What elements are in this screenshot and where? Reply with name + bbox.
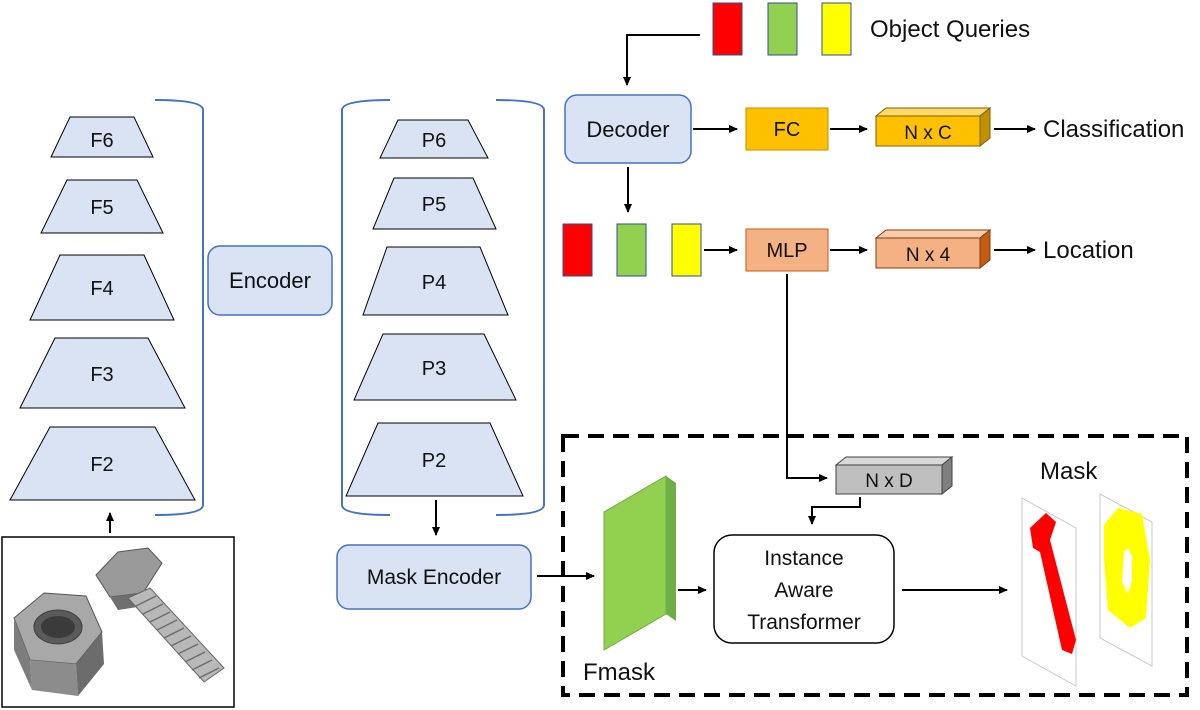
location-output-label: N x 4 bbox=[906, 245, 951, 266]
pyramid-level-p6 bbox=[379, 119, 489, 159]
transformer-label-line-2: Aware bbox=[774, 579, 833, 602]
class-output-tensor: N x C bbox=[874, 106, 992, 148]
mask-embedding-label: N x D bbox=[865, 471, 913, 492]
feature-level-f5 bbox=[40, 179, 164, 234]
instance-aware-transformer-box bbox=[713, 534, 895, 644]
pyramid-level-p2 bbox=[345, 422, 524, 497]
pyramid-label-p3: P3 bbox=[422, 358, 446, 380]
decoder-label: Decoder bbox=[586, 117, 669, 142]
object-query-red bbox=[712, 2, 743, 56]
feature-pyramid: F6 F5 F4 F3 F2 bbox=[9, 116, 196, 501]
mlp-label: MLP bbox=[766, 240, 807, 262]
transformer-label-line-1: Instance bbox=[764, 547, 843, 570]
mask-output-bolt bbox=[1021, 497, 1077, 687]
encoder-box bbox=[207, 245, 333, 316]
object-query-green bbox=[767, 2, 798, 56]
fmask-feature-map bbox=[603, 475, 676, 651]
classification-label: Classification bbox=[1043, 116, 1184, 143]
feature-label-f3: F3 bbox=[90, 364, 113, 386]
feature-level-f3 bbox=[19, 337, 186, 409]
feature-level-f2 bbox=[9, 426, 196, 501]
output-embedding-red bbox=[562, 223, 593, 277]
fmask-label: Fmask bbox=[583, 659, 656, 686]
input-image bbox=[1, 536, 235, 708]
mask-embedding-tensor: N x D bbox=[834, 455, 954, 496]
class-output-label: N x C bbox=[904, 123, 952, 144]
pyramid-left-bracket bbox=[341, 99, 391, 516]
feature-label-f4: F4 bbox=[90, 278, 113, 300]
output-embedding-green bbox=[616, 223, 647, 277]
decoder-box bbox=[564, 94, 692, 164]
location-output-tensor: N x 4 bbox=[874, 228, 992, 270]
transformer-label-line-3: Transformer bbox=[747, 611, 861, 634]
mask-output-nut bbox=[1099, 493, 1153, 667]
output-embedding-yellow bbox=[671, 223, 702, 277]
feature-label-f2: F2 bbox=[90, 454, 113, 476]
encoder-label: Encoder bbox=[229, 268, 311, 293]
arrow-mlp-to-mask-embedding bbox=[786, 274, 828, 482]
mask-branch-region bbox=[561, 434, 1189, 697]
backbone-bracket bbox=[154, 99, 204, 516]
fc-box bbox=[745, 107, 829, 151]
bolt-icon bbox=[95, 547, 225, 683]
pyramid-label-p4: P4 bbox=[422, 272, 446, 294]
pyramid-level-p4 bbox=[362, 246, 509, 316]
mask-output-label: Mask bbox=[1040, 458, 1098, 485]
output-pyramid: P6 P5 P4 P3 P2 bbox=[345, 119, 524, 497]
pyramid-label-p6: P6 bbox=[422, 130, 446, 152]
feature-level-f4 bbox=[29, 254, 175, 321]
nut-icon bbox=[13, 592, 104, 696]
object-queries-label: Object Queries bbox=[870, 16, 1030, 43]
arrow-mask-embedding-to-transformer bbox=[808, 497, 861, 525]
location-label: Location bbox=[1043, 237, 1134, 264]
feature-label-f5: F5 bbox=[90, 197, 113, 219]
object-query-yellow bbox=[821, 2, 852, 56]
pyramid-right-bracket bbox=[495, 99, 545, 516]
pyramid-label-p2: P2 bbox=[422, 450, 446, 472]
arrow-queries-to-decoder bbox=[623, 34, 700, 86]
feature-level-f6 bbox=[50, 116, 154, 158]
mlp-box bbox=[745, 228, 829, 272]
fc-label: FC bbox=[774, 119, 801, 141]
feature-label-f6: F6 bbox=[90, 130, 113, 152]
pyramid-label-p5: P5 bbox=[422, 194, 446, 216]
mask-encoder-label: Mask Encoder bbox=[367, 566, 501, 589]
mask-encoder-box bbox=[336, 544, 532, 610]
pyramid-level-p3 bbox=[353, 333, 517, 401]
pyramid-level-p5 bbox=[372, 177, 497, 230]
